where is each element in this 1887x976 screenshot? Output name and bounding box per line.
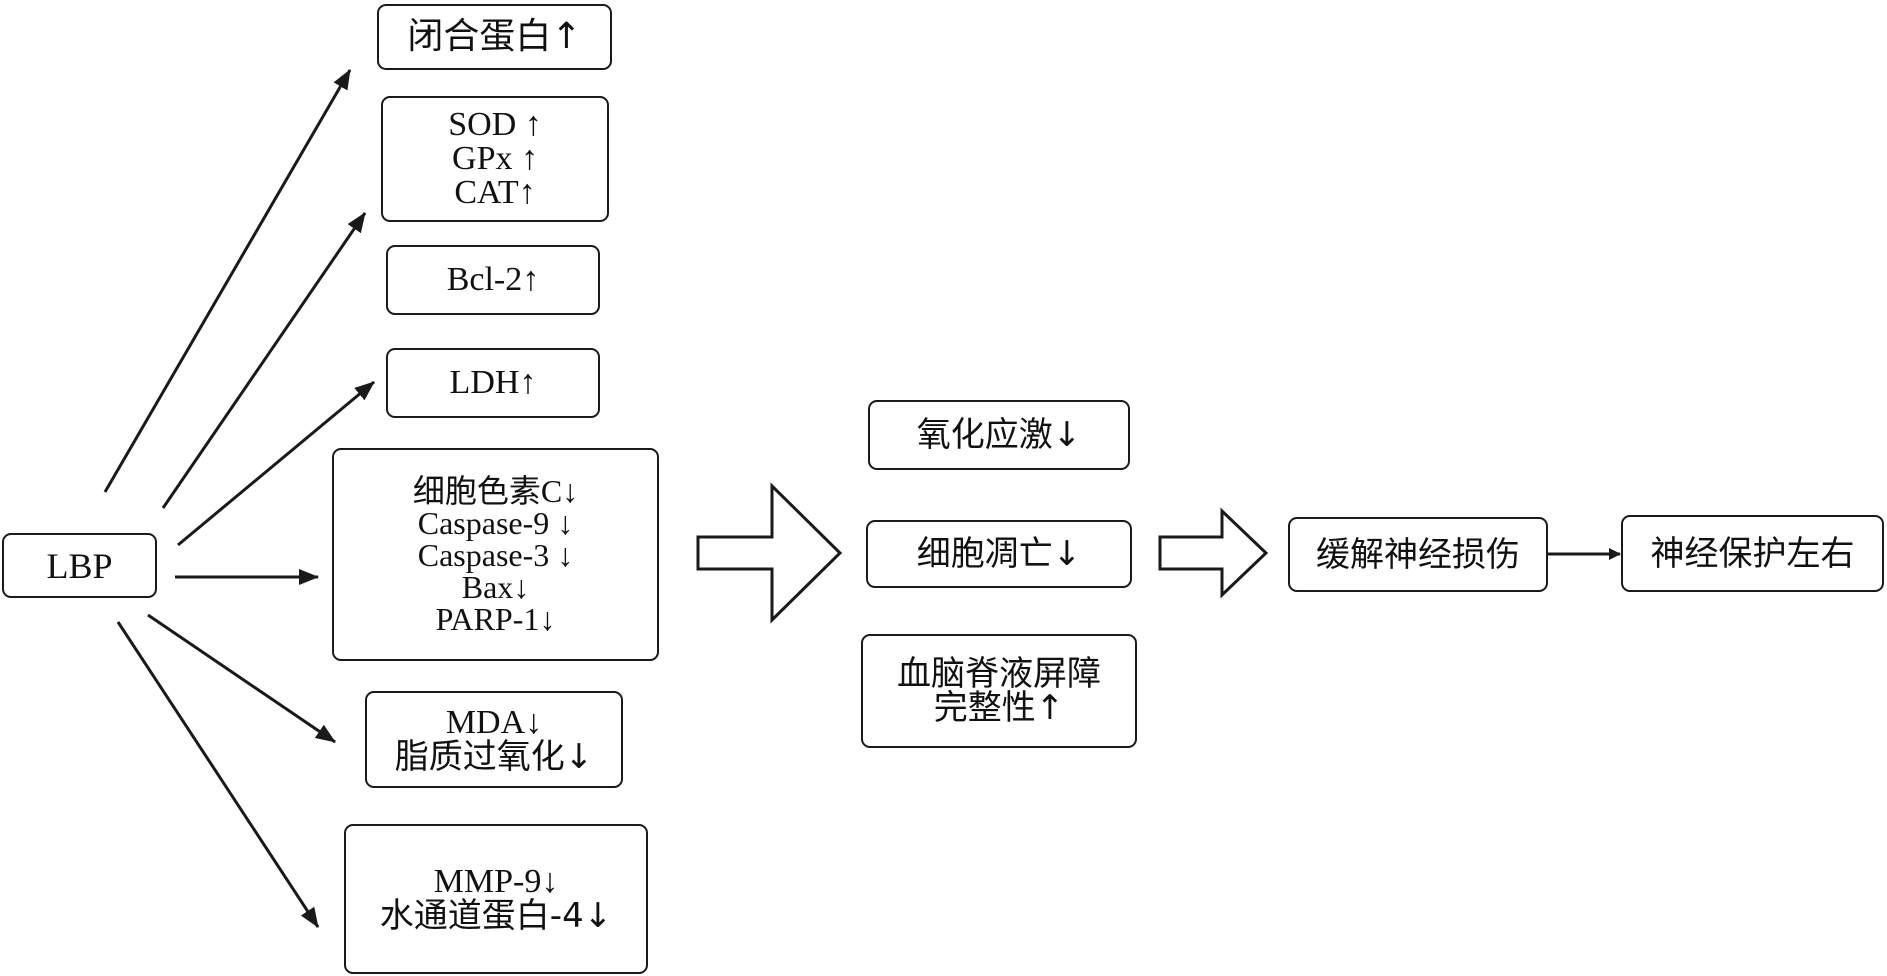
node-bbb-integrity-line-1: 血脑脊液屏障	[897, 654, 1101, 694]
arrow-lbp-to-tight-junction	[103, 69, 352, 493]
node-lipid-markers: MDA↓ 脂质过氧化↓	[365, 691, 623, 788]
block-arrow-middle-to-relieve	[1158, 507, 1269, 599]
node-tight-junction: 闭合蛋白↑	[377, 4, 612, 70]
node-apoptosis-line-4: Bax↓	[461, 568, 530, 605]
node-antioxidant-line-3: CAT↑	[454, 174, 536, 211]
block-arrow-left-to-middle	[696, 482, 843, 624]
node-apoptosis-markers: 细胞色素C↓ Caspase-9 ↓ Caspase-3 ↓ Bax↓ PARP…	[332, 448, 659, 661]
arrow-lbp-to-lipid-markers	[147, 613, 336, 744]
node-neuroprotection-line-1: 神经保护左右	[1650, 533, 1855, 574]
node-bcl2: Bcl-2↑	[386, 245, 600, 315]
node-bbb-line-2: 水通道蛋白-4↓	[379, 896, 613, 936]
node-lipid-line-1: MDA↓	[445, 703, 543, 741]
node-lbp-line-1: LBP	[46, 545, 113, 586]
node-bbb-integrity-line-2: 完整性↑	[933, 688, 1065, 728]
node-apoptosis-line-3: Caspase-3 ↓	[417, 536, 574, 573]
node-antioxidant-enzymes: SOD ↑ GPx ↑ CAT↑	[381, 96, 609, 222]
node-oxidative-stress-line-1: 氧化应激↓	[916, 415, 1082, 455]
node-cell-apoptosis: 细胞凋亡↓	[866, 520, 1132, 588]
node-antioxidant-line-1: SOD ↑	[448, 106, 542, 143]
arrow-lbp-to-antioxidant-enzymes	[161, 212, 367, 509]
node-ldh: LDH↑	[386, 348, 600, 418]
node-apoptosis-line-1: 细胞色素C↓	[412, 472, 579, 509]
node-lipid-line-2: 脂质过氧化↓	[394, 736, 594, 777]
node-neuroprotection: 神经保护左右	[1621, 515, 1884, 592]
node-apoptosis-line-2: Caspase-9 ↓	[417, 504, 574, 541]
node-tight-junction-line-1: 闭合蛋白↑	[407, 16, 582, 57]
node-bcl2-line-1: Bcl-2↑	[446, 261, 540, 298]
node-cell-apoptosis-line-1: 细胞凋亡↓	[916, 534, 1082, 574]
node-relieve-injury: 缓解神经损伤	[1288, 517, 1548, 592]
node-apoptosis-line-5: PARP-1↓	[435, 600, 556, 637]
node-relieve-injury-line-1: 缓解神经损伤	[1316, 534, 1520, 575]
arrow-lbp-to-bbb-markers	[116, 621, 320, 928]
node-bbb-markers: MMP-9↓ 水通道蛋白-4↓	[344, 824, 648, 974]
node-ldh-line-1: LDH↑	[449, 364, 537, 401]
node-bbb-line-1: MMP-9↓	[433, 863, 559, 900]
arrow-lbp-to-ldh	[177, 380, 375, 547]
node-oxidative-stress: 氧化应激↓	[868, 400, 1130, 470]
node-lbp: LBP	[2, 533, 157, 598]
node-antioxidant-line-2: GPx ↑	[452, 140, 538, 177]
node-bbb-integrity: 血脑脊液屏障 完整性↑	[861, 634, 1137, 748]
